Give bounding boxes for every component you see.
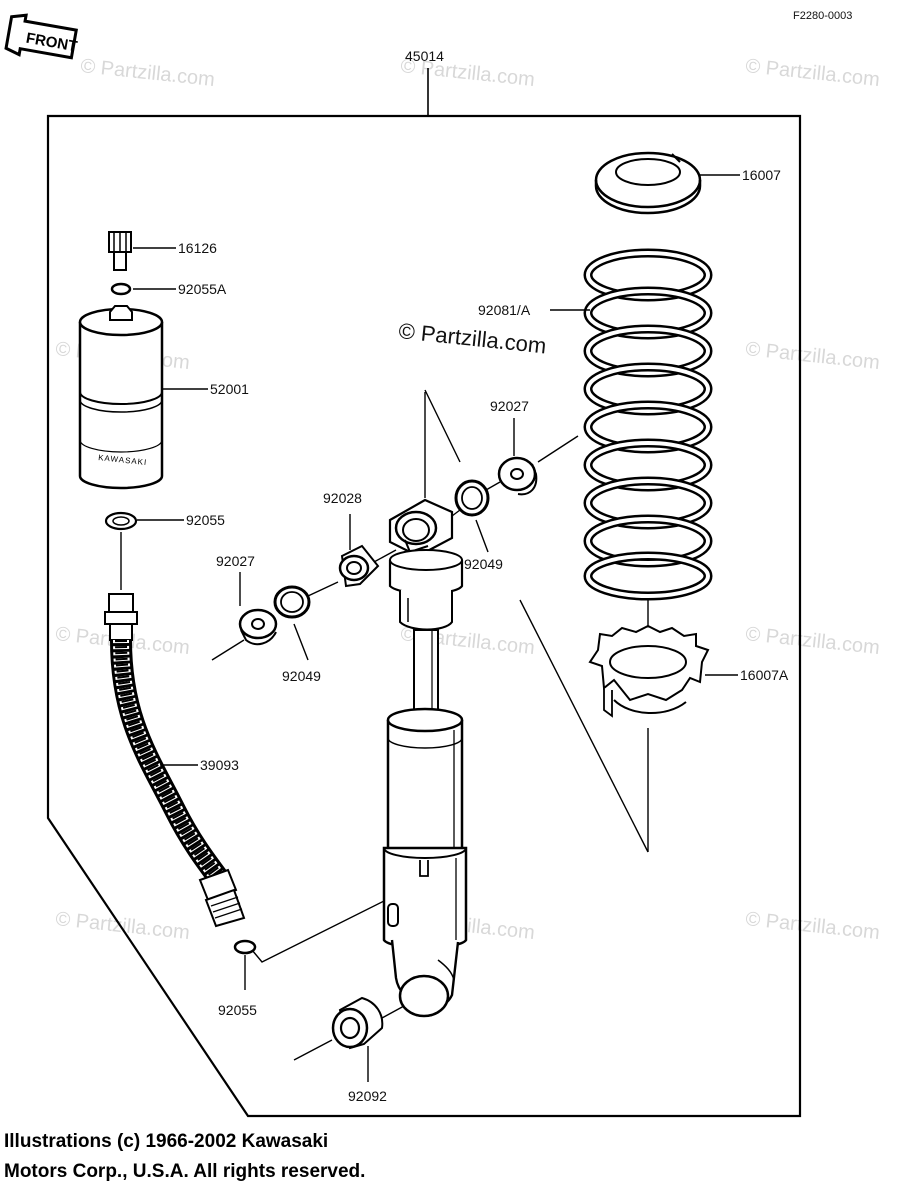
valve-cap-16126 [108, 231, 132, 271]
label-92027-left: 92027 [216, 553, 255, 569]
copyright-line-1: Illustrations (c) 1966-2002 Kawasaki [4, 1131, 329, 1152]
spring-seat-16007 [594, 151, 702, 215]
hose-39093 [104, 593, 246, 928]
label-39093: 39093 [200, 757, 239, 773]
label-92049-left: 92049 [282, 668, 321, 684]
label-92027-right: 92027 [490, 398, 529, 414]
label-16007: 16007 [742, 167, 781, 183]
diagram-id: F2280-0003 [793, 10, 852, 22]
label-92081A: 92081/A [478, 302, 531, 318]
coil-spring-92081 [583, 248, 713, 601]
copyright-line-2: Motors Corp., U.S.A. All rights reserved… [4, 1161, 366, 1182]
main-watermark: © Partzilla.com [397, 318, 547, 358]
gasket-92055-bottom [233, 939, 257, 955]
label-92092: 92092 [348, 1088, 387, 1104]
label-92055A: 92055A [178, 281, 227, 297]
label-92055-top: 92055 [186, 512, 225, 528]
watermark: © Partzilla.com [744, 623, 880, 659]
watermark: © Partzilla.com [744, 908, 880, 944]
seal-92049-left [273, 585, 311, 619]
assembly-frame [46, 114, 802, 1118]
shock-absorber-body [382, 498, 468, 1018]
washer-92027-left [238, 608, 278, 646]
seal-92049-right [454, 479, 490, 517]
watermark: © Partzilla.com [744, 55, 880, 91]
watermark: © Partzilla.com [79, 55, 215, 91]
collar-92028 [338, 544, 380, 588]
front-badge: FRONT [4, 13, 78, 60]
label-92055-bottom: 92055 [218, 1002, 257, 1018]
watermark: © Partzilla.com [54, 908, 190, 944]
label-16126: 16126 [178, 240, 217, 256]
washer-92027-right [497, 456, 538, 496]
label-52001: 52001 [210, 381, 249, 397]
assembly-label: 45014 [405, 48, 444, 64]
watermark: © Partzilla.com [744, 338, 880, 374]
reservoir-canister-52001: KAWASAKI [78, 305, 164, 490]
label-92028: 92028 [323, 490, 362, 506]
label-16007A: 16007A [740, 667, 789, 683]
o-ring-92055A [110, 282, 132, 296]
label-92049-right: 92049 [464, 556, 503, 572]
bushing-92092 [331, 996, 384, 1050]
spring-retainer-16007A [588, 624, 710, 718]
